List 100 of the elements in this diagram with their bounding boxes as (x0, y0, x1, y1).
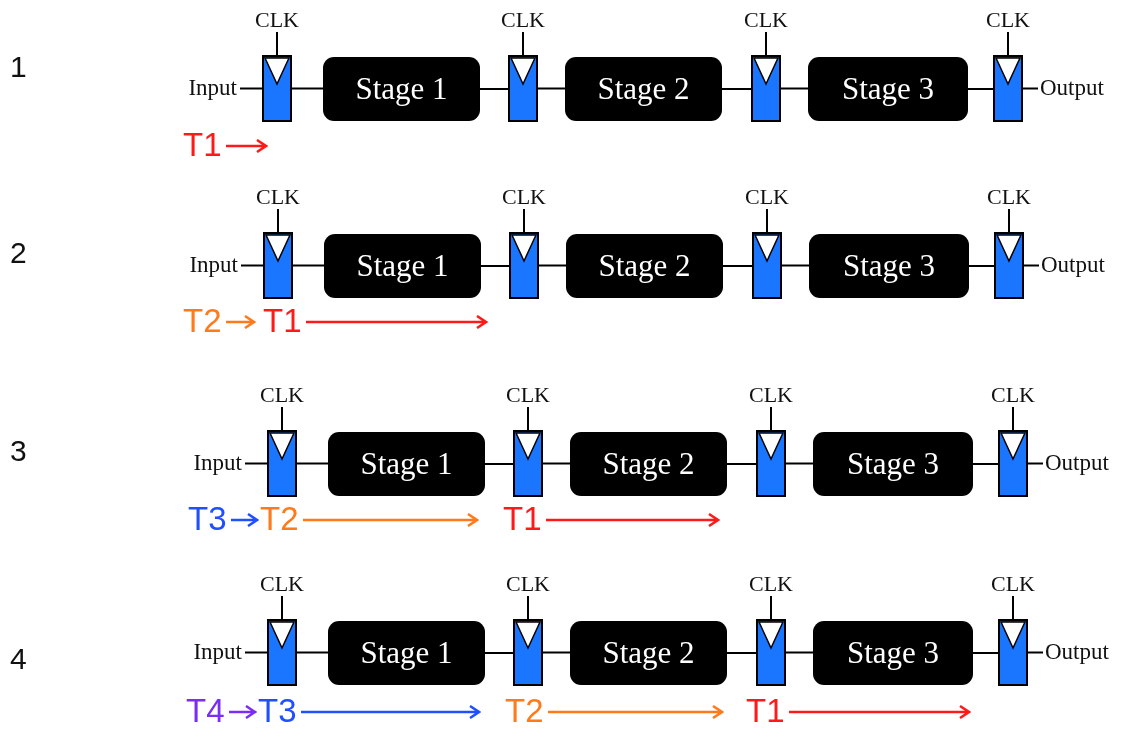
token-label: T3 (258, 692, 297, 730)
connector-line (542, 651, 571, 654)
connector-line (1022, 87, 1039, 90)
connector-line (1012, 406, 1014, 431)
token-label: T2 (183, 302, 222, 340)
token-label: T1 (263, 302, 302, 340)
connector-line (766, 208, 768, 233)
token-label: T2 (505, 692, 544, 730)
row-number: 3 (10, 433, 27, 469)
connector-line (785, 651, 814, 654)
clock-label: CLK (498, 572, 558, 596)
connector-line (527, 595, 529, 620)
clock-label: CLK (252, 572, 312, 596)
connector-line (1023, 264, 1040, 267)
pipeline-stage: Stage 3 (808, 57, 968, 121)
connector-line (968, 265, 995, 267)
connector-line (967, 88, 994, 90)
input-label: Input (166, 250, 241, 280)
register-block (752, 232, 782, 299)
output-label: Output (1043, 637, 1130, 667)
clock-label: CLK (983, 383, 1043, 407)
connector-line (296, 462, 329, 465)
connector-line (770, 595, 772, 620)
connector-line (480, 265, 510, 267)
connector-line (972, 652, 999, 654)
register-block (998, 619, 1028, 686)
row-number: 1 (10, 49, 27, 85)
token-label: T1 (503, 500, 542, 538)
output-label: Output (1039, 250, 1129, 280)
register-block (998, 430, 1028, 497)
clock-label: CLK (978, 8, 1038, 32)
input-label: Input (165, 73, 240, 103)
input-label: Input (170, 637, 245, 667)
connector-line (281, 406, 283, 431)
connector-line (292, 264, 325, 267)
register-block (994, 232, 1024, 299)
connector-line (244, 651, 268, 654)
pipeline-stage: Stage 3 (809, 234, 969, 298)
connector-line (972, 463, 999, 465)
connector-line (1027, 462, 1044, 465)
connector-line (538, 264, 567, 267)
output-label: Output (1038, 73, 1128, 103)
pipeline-stage: Stage 2 (570, 432, 727, 496)
pipeline-stage: Stage 2 (565, 57, 722, 121)
connector-line (780, 87, 809, 90)
connector-line (281, 595, 283, 620)
register-block (508, 55, 538, 122)
register-block (262, 55, 292, 122)
connector-line (1007, 31, 1009, 56)
clock-label: CLK (252, 383, 312, 407)
clock-label: CLK (494, 185, 554, 209)
connector-line (523, 208, 525, 233)
connector-line (770, 406, 772, 431)
pipeline-stage: Stage 2 (570, 621, 727, 685)
register-block (751, 55, 781, 122)
connector-line (276, 31, 278, 56)
connector-line (244, 462, 268, 465)
clock-label: CLK (741, 572, 801, 596)
clock-label: CLK (248, 185, 308, 209)
token-label: T1 (746, 692, 785, 730)
pipeline-stage: Stage 2 (566, 234, 723, 298)
connector-line (726, 463, 757, 465)
row-number: 2 (10, 235, 27, 271)
connector-line (296, 651, 329, 654)
register-block (756, 619, 786, 686)
clock-label: CLK (979, 185, 1039, 209)
connector-line (291, 87, 324, 90)
output-label: Output (1043, 448, 1130, 478)
connector-line (527, 406, 529, 431)
connector-line (484, 463, 514, 465)
connector-line (722, 265, 753, 267)
register-block (263, 232, 293, 299)
pipeline-stage: Stage 1 (324, 234, 481, 298)
clock-label: CLK (493, 8, 553, 32)
connector-line (542, 462, 571, 465)
register-block (513, 430, 543, 497)
pipeline-stage: Stage 1 (328, 432, 485, 496)
token-label: T3 (188, 500, 227, 538)
clock-label: CLK (741, 383, 801, 407)
connector-line (1027, 651, 1044, 654)
register-block (509, 232, 539, 299)
connector-line (484, 652, 514, 654)
pipeline-stage: Stage 1 (328, 621, 485, 685)
clock-label: CLK (736, 8, 796, 32)
token-label: T1 (183, 126, 222, 164)
connector-line (726, 652, 757, 654)
pipeline-stage: Stage 3 (813, 621, 973, 685)
connector-line (765, 31, 767, 56)
token-label: T2 (260, 500, 299, 538)
register-block (267, 619, 297, 686)
pipeline-stage: Stage 1 (323, 57, 480, 121)
connector-line (239, 87, 263, 90)
connector-line (240, 264, 264, 267)
clock-label: CLK (983, 572, 1043, 596)
connector-line (537, 87, 566, 90)
clock-label: CLK (498, 383, 558, 407)
clock-label: CLK (737, 185, 797, 209)
row-number: 4 (10, 641, 27, 677)
register-block (513, 619, 543, 686)
connector-line (785, 462, 814, 465)
